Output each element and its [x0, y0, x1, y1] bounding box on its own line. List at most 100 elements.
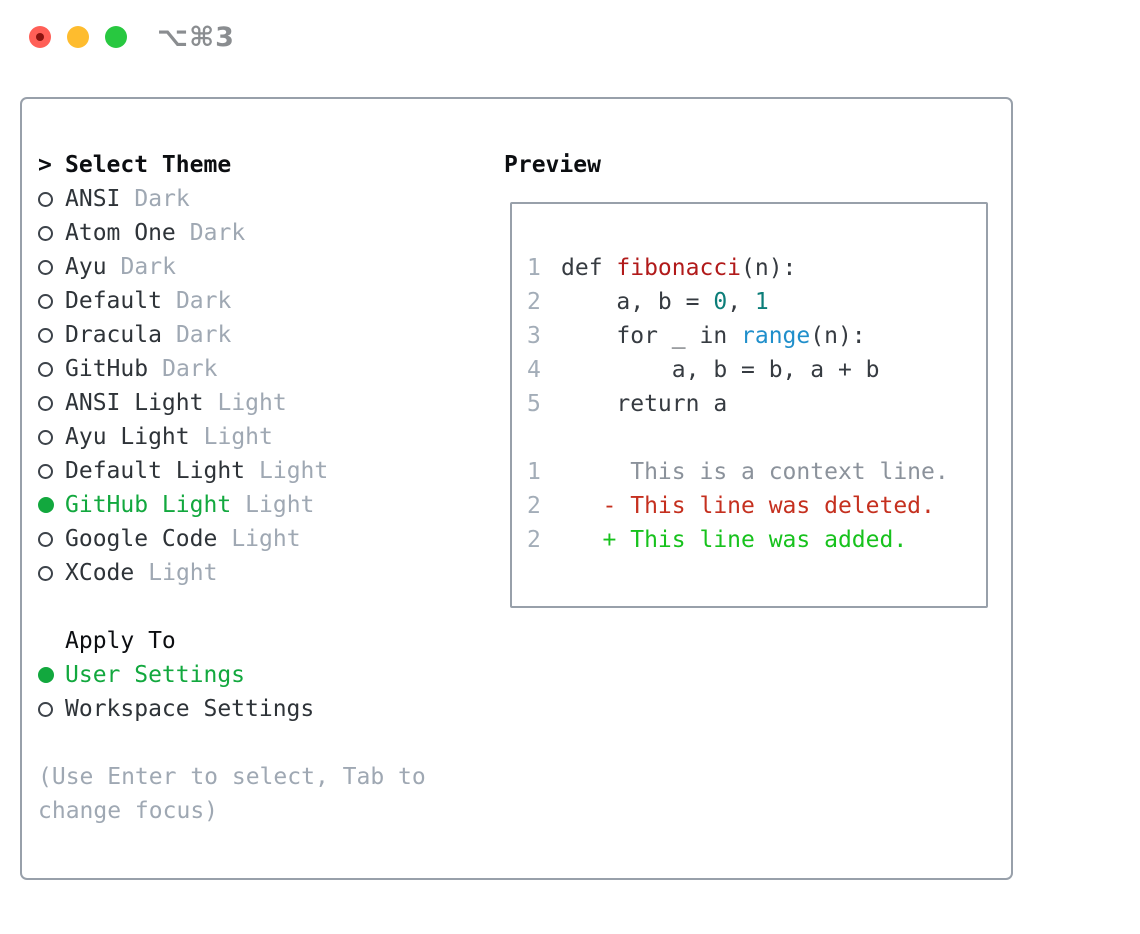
line-number: 3	[527, 323, 541, 349]
theme-variant-label: Dark	[175, 322, 232, 348]
theme-variant-label: Light	[231, 526, 301, 552]
option-label: GitHub	[65, 356, 149, 382]
theme-option-default[interactable]: Default Dark	[38, 284, 478, 318]
radio-icon	[38, 463, 53, 479]
radio-selected-icon	[38, 497, 54, 513]
code-line: 2 a, b = 0, 1	[527, 285, 986, 319]
window-title: ⌥⌘3	[157, 21, 235, 53]
theme-option-google-code[interactable]: Google Code Light	[38, 522, 478, 556]
theme-variant-label: Dark	[189, 220, 246, 246]
radio-icon	[38, 429, 53, 445]
radio-icon	[38, 327, 53, 343]
radio-icon	[38, 531, 53, 547]
diff-preview: 1 This is a context line.2 - This line w…	[527, 455, 986, 557]
line-number: 2	[527, 527, 541, 553]
line-content: def fibonacci(n):	[561, 255, 796, 281]
diff-line-added: 2 + This line was added.	[527, 523, 986, 557]
code-token: 0	[713, 289, 728, 315]
radio-icon	[38, 293, 53, 309]
code-token: ,	[727, 289, 755, 315]
theme-option-default-light[interactable]: Default Light Light	[38, 454, 478, 488]
theme-option-ayu-light[interactable]: Ayu Light Light	[38, 420, 478, 454]
line-content: for _ in range(n):	[561, 323, 866, 349]
code-token: def	[561, 255, 617, 281]
option-label: User Settings	[65, 662, 246, 688]
code-token: 1	[754, 289, 769, 315]
code-line: 3 for _ in range(n):	[527, 319, 986, 353]
theme-option-dracula[interactable]: Dracula Dark	[38, 318, 478, 352]
apply-option-user-settings[interactable]: User Settings	[38, 658, 478, 692]
code-line: 4 a, b = b, a + b	[527, 353, 986, 387]
close-button[interactable]	[29, 26, 51, 48]
theme-option-ansi[interactable]: ANSI Dark	[38, 182, 478, 216]
line-content: a, b = b, a + b	[561, 357, 880, 383]
zoom-button[interactable]	[105, 26, 127, 48]
focus-caret-icon: >	[38, 152, 52, 178]
code-token: (n):	[810, 323, 866, 349]
traffic-lights	[29, 26, 127, 48]
line-content: - This line was deleted.	[561, 493, 935, 519]
code-line: 1 def fibonacci(n):	[527, 251, 986, 285]
line-number: 4	[527, 357, 541, 383]
apply-to-header: Apply To	[38, 624, 478, 658]
theme-option-atom-one[interactable]: Atom One Dark	[38, 216, 478, 250]
line-number: 5	[527, 391, 541, 417]
option-label: Google Code	[65, 526, 218, 552]
minimize-button[interactable]	[67, 26, 89, 48]
line-content: This is a context line.	[561, 459, 949, 485]
diff-line-context: 1 This is a context line.	[527, 455, 986, 489]
code-token: return a	[561, 391, 728, 417]
code-token: fibonacci	[616, 255, 742, 281]
radio-icon	[38, 565, 53, 581]
option-label: Dracula	[65, 322, 162, 348]
apply-to-title: Apply To	[65, 628, 176, 654]
select-theme-header: > Select Theme	[38, 148, 478, 182]
theme-variant-label: Dark	[134, 186, 190, 212]
code-token: for _ in	[561, 323, 742, 349]
theme-variant-label: Light	[203, 424, 273, 450]
line-number: 1	[527, 255, 541, 281]
option-label: ANSI	[65, 186, 121, 212]
theme-variant-label: Dark	[120, 254, 176, 280]
line-content: return a	[561, 391, 727, 417]
option-label: XCode	[65, 560, 135, 586]
radio-icon	[38, 361, 53, 377]
line-number: 1	[527, 459, 541, 485]
radio-selected-icon	[38, 667, 54, 683]
theme-variant-label: Dark	[175, 288, 232, 314]
line-content: a, b = 0, 1	[561, 289, 769, 315]
option-label: Default	[65, 288, 162, 314]
option-label: Ayu	[65, 254, 107, 280]
theme-variant-label: Light	[259, 458, 329, 484]
theme-option-xcode[interactable]: XCode Light	[38, 556, 478, 590]
radio-icon	[38, 701, 53, 717]
code-line: 5 return a	[527, 387, 986, 421]
code-token: range	[741, 323, 811, 349]
code-token: a, b =	[561, 289, 714, 315]
theme-option-ayu[interactable]: Ayu Dark	[38, 250, 478, 284]
line-number: 2	[527, 493, 541, 519]
option-label: Workspace Settings	[65, 696, 315, 722]
option-label: Default Light	[65, 458, 246, 484]
theme-variant-label: Light	[148, 560, 218, 586]
apply-option-workspace-settings[interactable]: Workspace Settings	[38, 692, 478, 726]
line-number: 2	[527, 289, 541, 315]
line-content: + This line was added.	[561, 527, 908, 553]
option-label: GitHub Light	[65, 492, 232, 518]
code-token: a, b = b, a + b	[561, 357, 880, 383]
diff-line-deleted: 2 - This line was deleted.	[527, 489, 986, 523]
radio-icon	[38, 395, 53, 411]
theme-variant-label: Light	[217, 390, 287, 416]
option-label: Ayu Light	[65, 424, 190, 450]
titlebar: ⌥⌘3	[0, 0, 1140, 74]
option-label: Atom One	[65, 220, 176, 246]
